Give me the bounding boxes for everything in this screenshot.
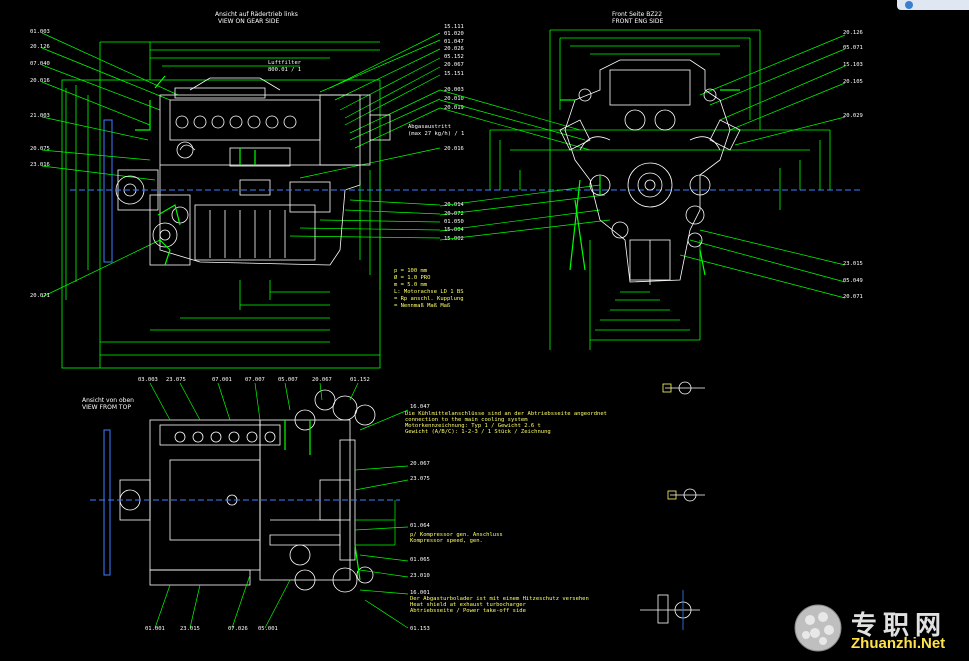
note-line: Gewicht (A/B/C): 1-2-3 / 1 Stück / Zeich…: [405, 429, 551, 435]
callout-label: 23.075: [410, 476, 430, 482]
lower-view-title: Ansicht von oben: [82, 397, 134, 404]
note-line: Heat shield at exhaust turbocharger: [410, 602, 527, 608]
callout-label: 20.029: [843, 113, 863, 119]
toolbar-dot-icon: [905, 1, 913, 9]
front-engine-view: [439, 29, 846, 350]
watermark: 专职网 Zhuanzhi.Net: [793, 603, 963, 655]
callout-label: 20.010: [444, 96, 464, 102]
callout-label: 01.050: [444, 219, 464, 225]
callout-label: 20.016: [30, 78, 50, 84]
callout-label: 16.001: [410, 590, 430, 596]
spec-line: = Rp anschl. Kupplung: [394, 296, 464, 302]
callout-label: 23.075: [166, 377, 186, 383]
left-view-subtitle: VIEW ON GEAR SIDE: [218, 18, 279, 25]
detail-symbols: [640, 381, 705, 630]
callouts-left: 01.003 20.126 07.040 20.016 21.003 20.07…: [30, 29, 50, 299]
callout-label: 15.151: [444, 71, 464, 77]
callout-label: 05.049: [843, 278, 863, 284]
note-line: Die Kühlmittelanschlüsse sind an der Abt…: [405, 411, 607, 417]
notes-bottom-right: Die Kühlmittelanschlüsse sind an der Abt…: [405, 411, 607, 614]
callout-label: 23.016: [30, 162, 50, 168]
watermark-cn: 专职网: [851, 611, 948, 641]
callout-label: 20.026: [444, 46, 464, 52]
callout-label: 15.002: [444, 236, 464, 242]
callout-label: 01.153: [410, 626, 430, 632]
spec-line: Ø = 1.0 PRO: [394, 274, 430, 281]
spec-notes: p = 100 mm Ø = 1.0 PRO m = 5.0 mm L: Mot…: [394, 268, 464, 309]
callout-label: 20.071: [30, 293, 50, 299]
callout-label: 01.001: [145, 626, 165, 632]
note-exhaust: Abgasaustritt: [408, 124, 451, 130]
callout-label: 20.067: [444, 62, 464, 68]
callouts-bottom-top: 03.003 23.075 07.001 07.007 05.007 20.06…: [138, 377, 370, 383]
callout-label: 01.064: [410, 523, 431, 529]
callout-label: 20.126: [30, 44, 50, 50]
callout-label: 05.001: [258, 626, 278, 632]
callout-label: 01.065: [410, 557, 430, 563]
callouts-mid: 15.111 01.020 01.047 20.026 05.152 20.06…: [444, 24, 465, 242]
callout-label: 01.152: [350, 377, 370, 383]
spec-line: p = 100 mm: [394, 268, 428, 274]
watermark-en: Zhuanzhi.Net: [851, 635, 946, 652]
callout-label: 20.019: [444, 105, 464, 111]
callout-label: 05.007: [278, 377, 298, 383]
callout-label: 20.126: [843, 30, 863, 36]
spec-line: = Nennmaß Maß Maß: [394, 303, 451, 309]
left-engine-view: [41, 32, 860, 369]
callout-label: 20.067: [312, 377, 332, 383]
left-view-title: Ansicht auf Rädertrieb links: [215, 11, 298, 18]
corner-toolbar-button[interactable]: [897, 0, 969, 10]
callout-label: 20.072: [444, 211, 464, 217]
callout-label: 23.015: [180, 626, 200, 632]
front-view-subtitle: FRONT ENG SIDE: [612, 18, 663, 25]
callout-label: 07.001: [212, 377, 232, 383]
callouts-bottom-bottom: 01.001 23.015 07.026 05.001: [145, 626, 278, 632]
note-line: Abtriebsseite / Power take-off side: [410, 608, 526, 614]
callout-label: 20.016: [444, 146, 464, 152]
watermark-globe-icon: [794, 604, 842, 652]
callout-label: 23.010: [410, 573, 430, 579]
callout-label: 20.003: [444, 87, 464, 93]
front-view-title: Front Seite BZ22: [612, 11, 662, 18]
callout-label: 15.111: [444, 24, 464, 30]
callout-label: 15.004: [444, 227, 465, 233]
callout-label: 01.020: [444, 31, 464, 37]
callout-label: 07.026: [228, 626, 248, 632]
callouts-bottom-right: 16.047 20.067 23.075 01.064 01.065 23.01…: [410, 404, 431, 632]
callout-label: 03.003: [138, 377, 158, 383]
note-line: p/ Kompressor gen. Anschluss: [410, 532, 503, 538]
note-line: Kompressor speed, gen.: [410, 538, 483, 544]
note-line: Der Abgasturbolader ist mit einem Hitzes…: [410, 596, 589, 602]
callout-label: 05.152: [444, 54, 464, 60]
spec-line: L: Motorachse LD 1 BS: [394, 289, 464, 295]
callout-label: 20.105: [843, 79, 863, 85]
callout-label: 01.047: [444, 39, 464, 45]
callout-label: 20.014: [444, 202, 465, 208]
callout-label: 01.003: [30, 29, 50, 35]
callout-label: 15.103: [843, 62, 863, 68]
lower-engine-view: [90, 382, 409, 629]
note-air-filter-2: 800.01 / 1: [268, 67, 301, 73]
callout-label: 21.003: [30, 113, 50, 119]
callouts-right: 20.126 05.071 15.103 20.105 20.029 23.01…: [843, 30, 863, 300]
callout-label: 20.071: [843, 294, 863, 300]
spec-line: m = 5.0 mm: [394, 282, 428, 288]
callout-label: 20.067: [410, 461, 430, 467]
note-air-filter: Luftfilter: [268, 60, 302, 66]
callout-label: 05.071: [843, 45, 863, 51]
callout-label: 07.040: [30, 61, 50, 67]
lower-view-subtitle: VIEW FROM TOP: [82, 404, 131, 411]
note-line: connection to the main cooling system: [405, 417, 528, 423]
note-line: Motorkennzeichnung: Typ 1 / Gewicht 2.6 …: [405, 423, 541, 429]
callout-label: 23.015: [843, 261, 863, 267]
note-exhaust-2: (max 27 kg/h) / 1: [408, 131, 464, 137]
callout-label: 16.047: [410, 404, 430, 410]
callout-label: 07.007: [245, 377, 265, 383]
callout-label: 20.075: [30, 146, 50, 152]
